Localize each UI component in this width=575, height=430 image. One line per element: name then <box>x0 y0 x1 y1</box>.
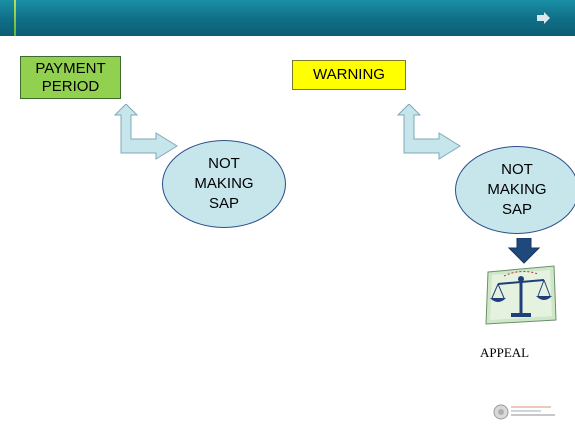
not-making-sap-ellipse-1: NOT MAKING SAP <box>162 140 286 228</box>
federal-student-aid-logo <box>493 404 555 420</box>
payment-period-box: PAYMENT PERIOD <box>20 56 121 99</box>
not-making-sap-ellipse-2: NOT MAKING SAP <box>455 146 575 234</box>
down-arrow <box>508 238 540 264</box>
warning-box: WARNING <box>292 60 406 90</box>
header-accent-line <box>14 0 16 36</box>
scales-of-justice-icon <box>485 265 557 325</box>
bent-arrow-2 <box>396 104 461 160</box>
bent-arrow-1 <box>113 104 178 160</box>
header-bar <box>0 0 575 36</box>
payment-period-label: PAYMENT PERIOD <box>35 59 106 95</box>
appeal-label: APPEAL <box>480 345 530 360</box>
next-slide-arrow-icon[interactable] <box>536 12 550 24</box>
not-making-sap-label-1: NOT MAKING SAP <box>194 155 254 212</box>
warning-label: WARNING <box>313 66 385 83</box>
not-making-sap-label-2: NOT MAKING SAP <box>487 161 547 218</box>
